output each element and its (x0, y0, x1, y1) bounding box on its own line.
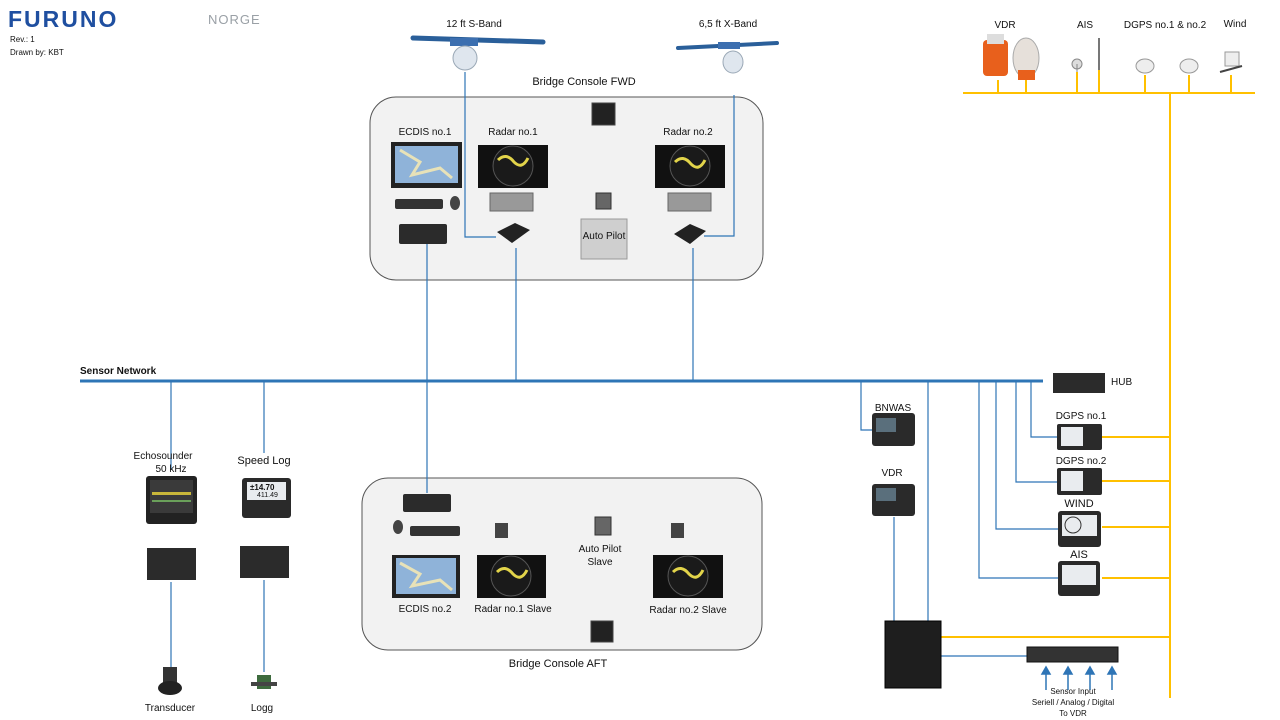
speedlog-display (242, 478, 291, 518)
network-lines (80, 72, 1058, 672)
autopilot-control (595, 192, 612, 210)
x-band-label: 6,5 ft X-Band (698, 19, 758, 30)
echosounder-label: Echosounder (133, 451, 193, 462)
speedlog-readout-2: 411.49 (257, 492, 278, 499)
ecdis2-monitor (392, 555, 460, 598)
echosounder-freq-label: 50 kHz (155, 464, 187, 475)
bridge-console-fwd-box (369, 96, 764, 281)
transducer-icon (158, 667, 182, 695)
autopilot-slave-label-2: Slave (587, 557, 613, 568)
echosounder-processor (147, 548, 196, 580)
bridge-aft-title: Bridge Console AFT (508, 658, 608, 670)
radar2-label: Radar no.2 (663, 127, 713, 138)
mast-vdr-label: VDR (994, 20, 1016, 31)
dgps1-antenna-icon (1135, 58, 1155, 74)
ecdis2-label: ECDIS no.2 (398, 604, 452, 615)
bnwas-label: BNWAS (874, 403, 912, 414)
ecdis2-keyboard (410, 526, 460, 536)
radar1-display (478, 145, 548, 188)
radar1-slave-label: Radar no.1 Slave (474, 604, 552, 615)
bridge-fwd-title: Bridge Console FWD (532, 76, 636, 88)
sensor-input-arrows (1040, 665, 1118, 690)
vdr-panel-device (872, 484, 915, 516)
ecdis1-monitor (391, 142, 462, 188)
radar1-processor (497, 223, 530, 243)
radar1-control-unit (489, 192, 534, 212)
vdr-capsule-icon (983, 34, 1040, 80)
ecdis1-processor (399, 224, 447, 244)
sensor-input-label-2: Seriell / Analog / Digital (1031, 698, 1115, 707)
ecdis2-processor (403, 494, 451, 512)
vdr-main-unit (884, 620, 942, 689)
radar2-control-unit (667, 192, 712, 212)
autopilot-slave-control (594, 516, 612, 536)
s-band-label: 12 ft S-Band (446, 19, 502, 30)
mast-wind-label: Wind (1223, 19, 1247, 30)
mast-dgps-label: DGPS no.1 & no.2 (1123, 20, 1207, 31)
radar2-display (655, 145, 725, 188)
ais-antenna-icon (1071, 38, 1100, 72)
yellow-feed-lines (941, 70, 1255, 698)
sensor-input-label-3: To VDR (1059, 709, 1087, 718)
fwd-top-panel (591, 102, 616, 126)
radar1-slave-display (477, 555, 546, 598)
drawn-by-label: Drawn by: KBT (10, 48, 64, 57)
radar2-processor (674, 224, 706, 244)
s-band-antenna (410, 35, 546, 71)
wind-sensor-icon (1219, 51, 1243, 73)
autopilot-label: Auto Pilot (582, 231, 626, 242)
sensor-network-label: Sensor Network (80, 366, 157, 377)
sensor-input-box (1026, 646, 1119, 663)
ais-device (1058, 561, 1100, 596)
ecdis1-trackball (450, 196, 460, 210)
echosounder-display (146, 476, 197, 524)
bnwas-device (872, 413, 915, 446)
dgps2-device (1057, 468, 1102, 495)
ais-label: AIS (1070, 549, 1088, 561)
ecdis2-trackball (393, 520, 403, 534)
bridge-console-aft-box (361, 477, 763, 651)
radar2-slave-display (653, 555, 723, 598)
x-band-antenna (676, 41, 779, 74)
wind-label: WIND (1064, 498, 1094, 510)
speedlog-readout-1: ±14.70 (250, 483, 275, 492)
dgps2-label: DGPS no.2 (1055, 456, 1107, 467)
speedlog-processor (240, 546, 289, 578)
furuno-logo: FURUNO (8, 6, 119, 32)
logg-icon (251, 675, 277, 689)
ecdis1-keyboard (395, 199, 443, 209)
dgps2-antenna-icon (1179, 58, 1199, 74)
aft-bottom-panel (590, 620, 614, 643)
speedlog-label: Speed Log (237, 455, 291, 467)
sensor-input-label-1: Sensor Input (1050, 687, 1096, 696)
dgps1-device (1057, 424, 1102, 450)
radar1-slave-control (495, 523, 508, 538)
wind-device (1058, 511, 1101, 547)
transducer-label: Transducer (144, 703, 196, 714)
autopilot-unit (580, 218, 628, 260)
vdr-label: VDR (881, 468, 903, 479)
furuno-logo-sub: NORGE (208, 12, 261, 27)
revision-label: Rev.: 1 (10, 35, 35, 44)
autopilot-slave-label-1: Auto Pilot (578, 544, 622, 555)
radar1-label: Radar no.1 (488, 127, 538, 138)
logg-label: Logg (250, 703, 274, 714)
radar2-slave-control (671, 523, 684, 538)
mast-ais-label: AIS (1076, 20, 1094, 31)
radar2-slave-label: Radar no.2 Slave (649, 605, 727, 616)
hub-device (1053, 373, 1105, 393)
hub-label: HUB (1111, 377, 1133, 388)
ecdis1-label: ECDIS no.1 (398, 127, 452, 138)
dgps1-label: DGPS no.1 (1055, 411, 1107, 422)
